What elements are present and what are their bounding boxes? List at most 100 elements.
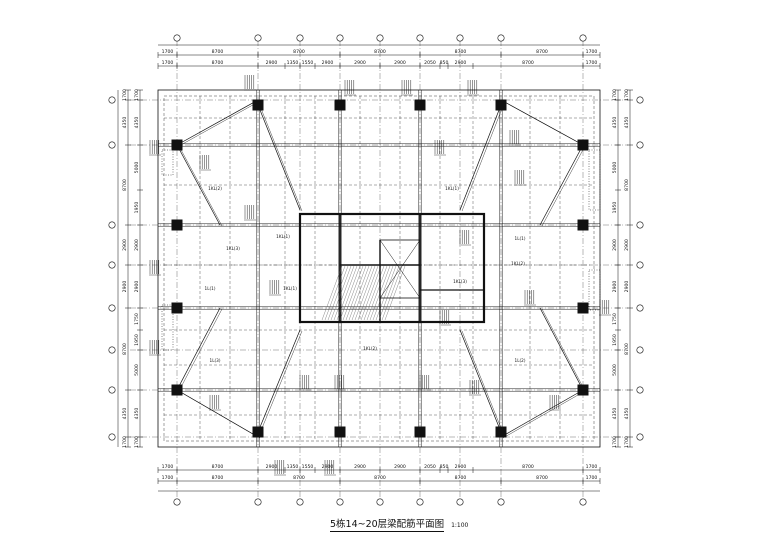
dim-right-inner-label: 1950 (612, 334, 618, 346)
column (171, 219, 183, 231)
dim-top-outer-label: 8700 (374, 49, 386, 55)
dim-top-inner-label: 2050 (424, 60, 436, 66)
dim-right-inner-label: 1700 (612, 89, 618, 101)
grid-bubble (254, 498, 262, 506)
diagonal-beam (500, 389, 584, 438)
grid-bubble (579, 34, 587, 42)
dim-right-outer-label: 4350 (624, 408, 630, 420)
beam-label: 1KL(3) (226, 246, 240, 251)
stair-hatch (342, 265, 364, 321)
diagonal-beam (176, 307, 221, 391)
dim-right-outer-label: 2900 (624, 281, 630, 293)
diagonal-beam (539, 144, 584, 226)
stair-hatch (378, 265, 400, 321)
beam-label: 1KL(1) (276, 234, 290, 239)
grid-bubble (376, 34, 384, 42)
stair-hatch (330, 265, 352, 321)
diagonal-beam (178, 308, 223, 392)
diagonal-beam (502, 390, 586, 439)
dim-right-inner-label: 2900 (612, 239, 618, 251)
dim-left-inner-label: 1950 (134, 202, 140, 214)
grid-bubble (336, 34, 344, 42)
column (171, 139, 183, 151)
dim-bottom-outer-label: 8700 (374, 475, 386, 481)
diagonal-beam (259, 330, 303, 434)
grid-bubble (416, 498, 424, 506)
dim-top-inner-label: 8700 (522, 60, 534, 66)
dim-bottom-inner-label: 2050 (424, 464, 436, 470)
drawing-title: 5栋14~20层梁配筋平面图 (330, 519, 445, 532)
dim-bottom-inner-label: 850 (440, 464, 449, 470)
column (577, 302, 589, 314)
beam-label: 1L(2) (515, 358, 526, 363)
dim-left-inner-label: 5000 (134, 364, 140, 376)
dim-top-inner-label: 1350 (287, 60, 299, 66)
grid-bubble (108, 221, 116, 229)
column (252, 426, 264, 438)
dim-top-inner-label: 2900 (394, 60, 406, 66)
diagonal-beam (178, 145, 223, 227)
dim-left-inner-label: 5000 (134, 162, 140, 174)
dim-top-inner-label: 850 (440, 60, 449, 66)
dim-left-inner-label: 2900 (134, 281, 140, 293)
column (495, 99, 507, 111)
column (577, 384, 589, 396)
diagonal-beam (178, 390, 261, 439)
grid-bubble (636, 304, 644, 312)
diagonal-beam (259, 105, 303, 212)
dim-left-inner-label: 4350 (134, 408, 140, 420)
dim-bottom-inner-label: 8700 (212, 464, 224, 470)
dim-right-inner-label: 4350 (612, 408, 618, 420)
diagonal-beam (459, 104, 502, 211)
grid-bubble (108, 346, 116, 354)
dim-bottom-inner-label: 1550 (302, 464, 314, 470)
grid-bubble (376, 498, 384, 506)
dim-bottom-inner-label: 2900 (354, 464, 366, 470)
column (171, 302, 183, 314)
grid-bubble (636, 433, 644, 441)
dim-right-inner-label: 1950 (612, 202, 618, 214)
dim-bottom-outer-label: 1700 (162, 475, 174, 481)
drawing-title-block: 5栋14~20层梁配筋平面图 1:100 (330, 516, 469, 532)
core-hatch-group (321, 265, 406, 321)
column (414, 99, 426, 111)
grid-bubble (108, 433, 116, 441)
dim-bottom-outer-label: 1700 (586, 475, 598, 481)
dim-left-inner-label: 1950 (134, 334, 140, 346)
stair-hatch (363, 265, 385, 321)
column (495, 426, 507, 438)
grid-bubble (456, 34, 464, 42)
column (252, 99, 264, 111)
dim-top-inner-label: 2900 (354, 60, 366, 66)
stair-hatch (360, 265, 382, 321)
elevator-cross (379, 239, 421, 299)
grid-bubble (108, 386, 116, 394)
dim-right-inner-label: 2900 (612, 281, 618, 293)
diagonal-beam (541, 145, 586, 227)
beam-label: 1KL(1) (445, 186, 459, 191)
diagonal-beam (257, 329, 301, 433)
beam-label: 1KL(1) (283, 286, 297, 291)
column (334, 426, 346, 438)
dim-bottom-inner-label: 2900 (455, 464, 467, 470)
dim-right-inner-label: 1700 (612, 436, 618, 448)
diagonal-beam (461, 105, 504, 212)
diagonal-beam (178, 100, 261, 147)
dim-top-outer-label: 1700 (586, 49, 598, 55)
drawing-scale: 1:100 (451, 522, 469, 529)
dotted-zone (588, 269, 601, 311)
dotted-zone (161, 149, 174, 176)
dim-top-inner-label: 1700 (586, 60, 598, 66)
dim-left-outer-label: 8700 (122, 343, 128, 355)
core-wall (298, 212, 486, 324)
dim-bottom-outer-label: 8700 (293, 475, 305, 481)
dim-bottom-inner-label: 1350 (287, 464, 299, 470)
stair-hatch (324, 265, 346, 321)
beam-label: 1KL(2) (511, 261, 525, 266)
grid-bubble (416, 34, 424, 42)
diagonal-beam (502, 100, 586, 147)
dim-bottom-outer-label: 8700 (212, 475, 224, 481)
dim-top-outer-label: 1700 (162, 49, 174, 55)
dim-right-outer-label: 2900 (624, 239, 630, 251)
